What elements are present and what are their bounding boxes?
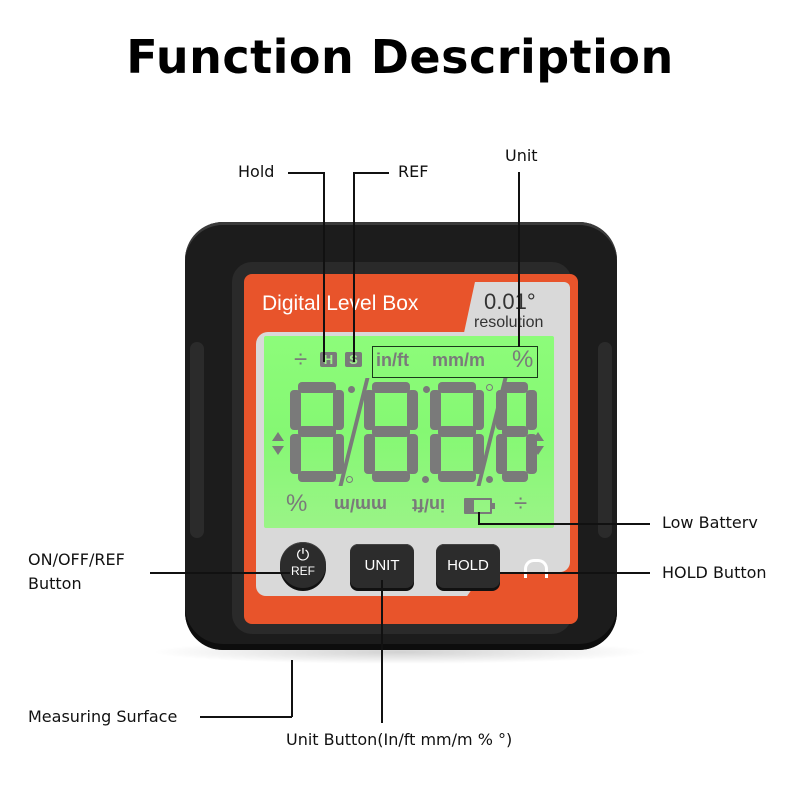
ref-button-label: REF xyxy=(291,564,315,578)
callout-measuring-surface: Measuring Surface xyxy=(28,707,178,726)
callout-hold-button: HOLD Button xyxy=(662,563,767,582)
callout-line-battery-v xyxy=(478,512,480,524)
unit-indicator-box xyxy=(372,346,538,378)
unit-mmm-indicator: mm/m xyxy=(432,350,486,370)
unit-mmm-indicator-bottom: mm/m xyxy=(334,495,388,515)
callout-line-measuring-v xyxy=(291,660,293,717)
arrow-up-icon-right xyxy=(532,432,544,441)
resolution-label: resolution xyxy=(474,314,544,331)
callout-hold: Hold xyxy=(238,162,275,181)
power-icon: ⏻ xyxy=(296,547,310,564)
device-face: Digital Level Box 0.01° resolution ÷ H S… xyxy=(244,274,578,624)
callout-line-ref-v xyxy=(353,172,355,362)
lcd-degree xyxy=(486,384,493,391)
side-grip-left xyxy=(190,342,204,538)
callout-line-hold-button xyxy=(500,572,650,574)
lcd-digit-3 xyxy=(430,382,484,482)
arrow-up-icon-left xyxy=(272,432,284,441)
magnet-icon xyxy=(524,559,548,583)
unit-inft-indicator-bottom: in/ft xyxy=(412,495,445,515)
brand-text: Digital Level Box xyxy=(262,292,419,315)
callout-line-on-off-ref xyxy=(150,572,290,574)
unit-percent-indicator: % xyxy=(512,346,534,373)
lcd-dot xyxy=(423,386,430,393)
callout-line-hold xyxy=(288,172,324,174)
resolution-value: 0.01° xyxy=(484,289,536,314)
side-grip-right xyxy=(598,342,612,538)
level-icon-bottom: ÷ xyxy=(514,490,528,517)
lcd-digit-1 xyxy=(290,382,344,482)
callout-line-ref xyxy=(353,172,389,174)
callout-line-measuring xyxy=(200,716,292,718)
callout-ref: REF xyxy=(398,162,429,181)
unit-percent-indicator-bottom: % xyxy=(286,490,308,517)
lcd-digit-2 xyxy=(364,382,418,482)
lcd-digit-4 xyxy=(496,382,537,482)
unit-inft-indicator: in/ft xyxy=(376,350,409,370)
unit-button[interactable]: UNIT xyxy=(350,544,414,588)
lcd-degree xyxy=(346,476,353,483)
page-title: Function Description xyxy=(126,30,674,84)
callout-on-off-ref-line2: Button xyxy=(28,574,82,593)
lcd-dot xyxy=(422,476,429,483)
callout-line-battery xyxy=(478,523,650,525)
callout-low-battery: Low Batterv xyxy=(662,513,758,532)
level-icon: ÷ xyxy=(294,346,308,373)
callout-unit-button: Unit Button(In/ft mm/m % °) xyxy=(286,730,513,749)
callout-line-unit-button xyxy=(381,580,383,723)
arrow-down-icon-left xyxy=(272,446,284,455)
lcd-dot xyxy=(348,386,355,393)
callout-unit: Unit xyxy=(505,146,538,165)
resolution-panel xyxy=(462,282,570,342)
callout-line-hold-v xyxy=(323,172,325,362)
lcd-dot xyxy=(486,476,493,483)
on-off-ref-button[interactable]: ⏻ REF xyxy=(280,542,326,588)
callout-line-unit xyxy=(518,172,520,347)
callout-on-off-ref-line1: ON/OFF/REF xyxy=(28,550,125,569)
hold-button[interactable]: HOLD xyxy=(436,544,500,588)
lcd-screen: ÷ H S in/ft mm/m % xyxy=(264,336,554,528)
arrow-down-icon-right xyxy=(532,446,544,455)
